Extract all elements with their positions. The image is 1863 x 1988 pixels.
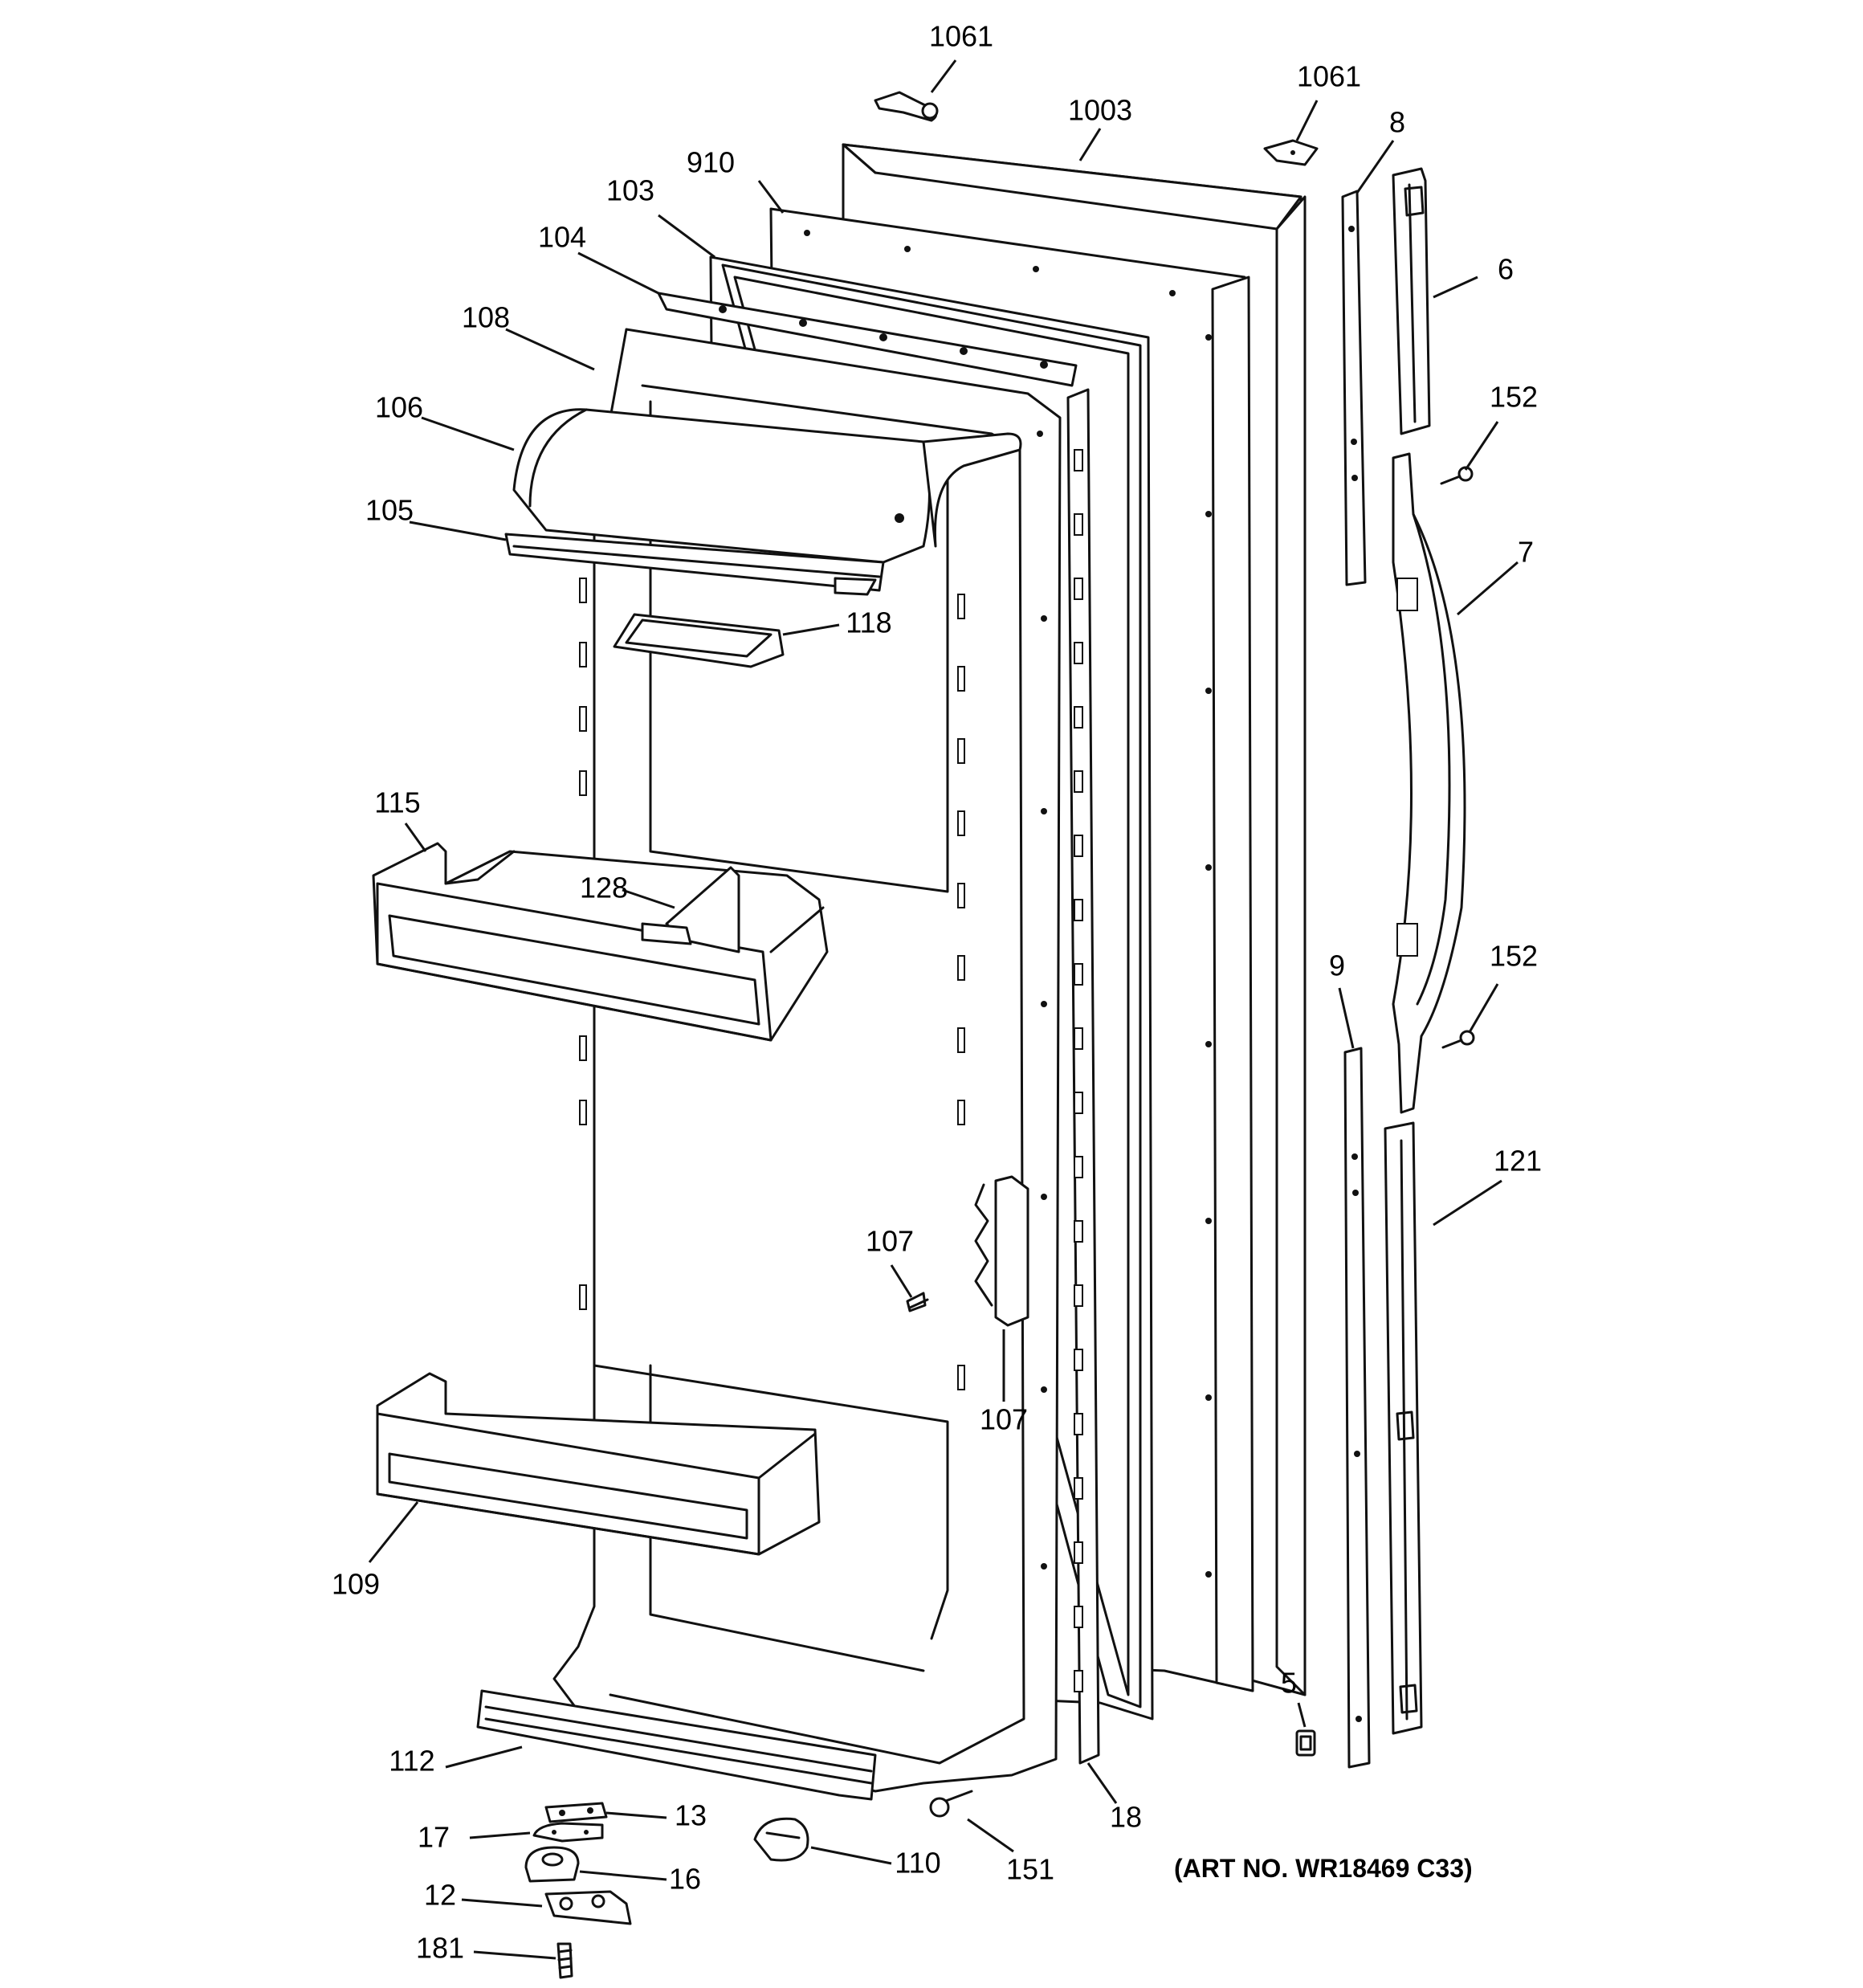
- hinge-side-strip: [1066, 388, 1100, 1765]
- bottom-trim: [476, 1689, 877, 1801]
- label-18: 18: [1110, 1801, 1142, 1834]
- label-181: 181: [416, 1932, 464, 1965]
- top-hinge-plate: [1263, 139, 1319, 166]
- label-151: 151: [1006, 1853, 1054, 1886]
- label-17: 17: [418, 1821, 450, 1854]
- liner-clip-bracket: [974, 1175, 1029, 1327]
- lower-door-bin: [376, 1372, 821, 1556]
- door-stop-110: [753, 1817, 809, 1862]
- label-108: 108: [462, 301, 510, 334]
- door-handle: [1392, 452, 1466, 1114]
- label-128: 128: [580, 872, 628, 904]
- label-107-lower: 107: [980, 1403, 1028, 1436]
- lower-handle-cap: [1384, 1121, 1423, 1735]
- label-1061-right: 1061: [1297, 60, 1361, 93]
- label-16: 16: [669, 1863, 701, 1896]
- label-5: 5: [1281, 1667, 1297, 1700]
- label-118: 118: [846, 606, 891, 639]
- bin-divider: [641, 866, 740, 953]
- hinge-screw-181: [556, 1942, 573, 1979]
- part-labels: 1061 1061 1003 910 8 103 6 104 108 152 1…: [332, 20, 1542, 1965]
- label-106: 106: [375, 391, 423, 424]
- label-112: 112: [389, 1745, 434, 1778]
- label-1003: 1003: [1068, 94, 1132, 127]
- liner-screw: [906, 1292, 929, 1312]
- label-109: 109: [332, 1568, 380, 1601]
- label-105: 105: [365, 494, 414, 527]
- label-115: 115: [374, 786, 420, 819]
- dairy-hinge-strip: [504, 533, 885, 596]
- lower-side-trim: [1343, 1047, 1371, 1769]
- label-13: 13: [675, 1799, 707, 1832]
- hinge-bushing-16: [524, 1846, 580, 1883]
- label-107-upper: 107: [866, 1225, 914, 1258]
- dairy-compartment: [512, 408, 1022, 564]
- hinge-spacer-17: [532, 1822, 604, 1843]
- label-8: 8: [1389, 106, 1405, 139]
- bottom-hinge-12: [544, 1890, 632, 1925]
- light-shield: [613, 613, 785, 668]
- small-clip-5: [1295, 1729, 1316, 1757]
- label-152-lower: 152: [1490, 940, 1538, 973]
- handle-screw-upper: [1440, 466, 1474, 485]
- top-hinge-pin: [874, 91, 939, 122]
- art-number: (ART NO. WR18469 C33): [1174, 1854, 1473, 1883]
- top-retainer-strip: [657, 292, 1078, 387]
- stop-screw-151: [929, 1790, 973, 1818]
- label-103: 103: [606, 174, 654, 207]
- label-110: 110: [895, 1847, 940, 1880]
- label-1061-left: 1061: [929, 20, 993, 53]
- upper-side-trim: [1341, 190, 1367, 586]
- label-6: 6: [1498, 253, 1514, 286]
- leader-lines: [368, 59, 1519, 1960]
- label-104: 104: [538, 221, 586, 254]
- label-910: 910: [687, 146, 735, 179]
- label-121: 121: [1494, 1145, 1542, 1178]
- label-9: 9: [1329, 949, 1345, 982]
- label-12: 12: [424, 1879, 456, 1912]
- hinge-shim-13: [544, 1802, 608, 1823]
- label-7: 7: [1518, 536, 1534, 569]
- handle-screw-lower: [1441, 1030, 1475, 1049]
- label-152-upper: 152: [1490, 381, 1538, 414]
- upper-handle-cap: [1392, 167, 1431, 435]
